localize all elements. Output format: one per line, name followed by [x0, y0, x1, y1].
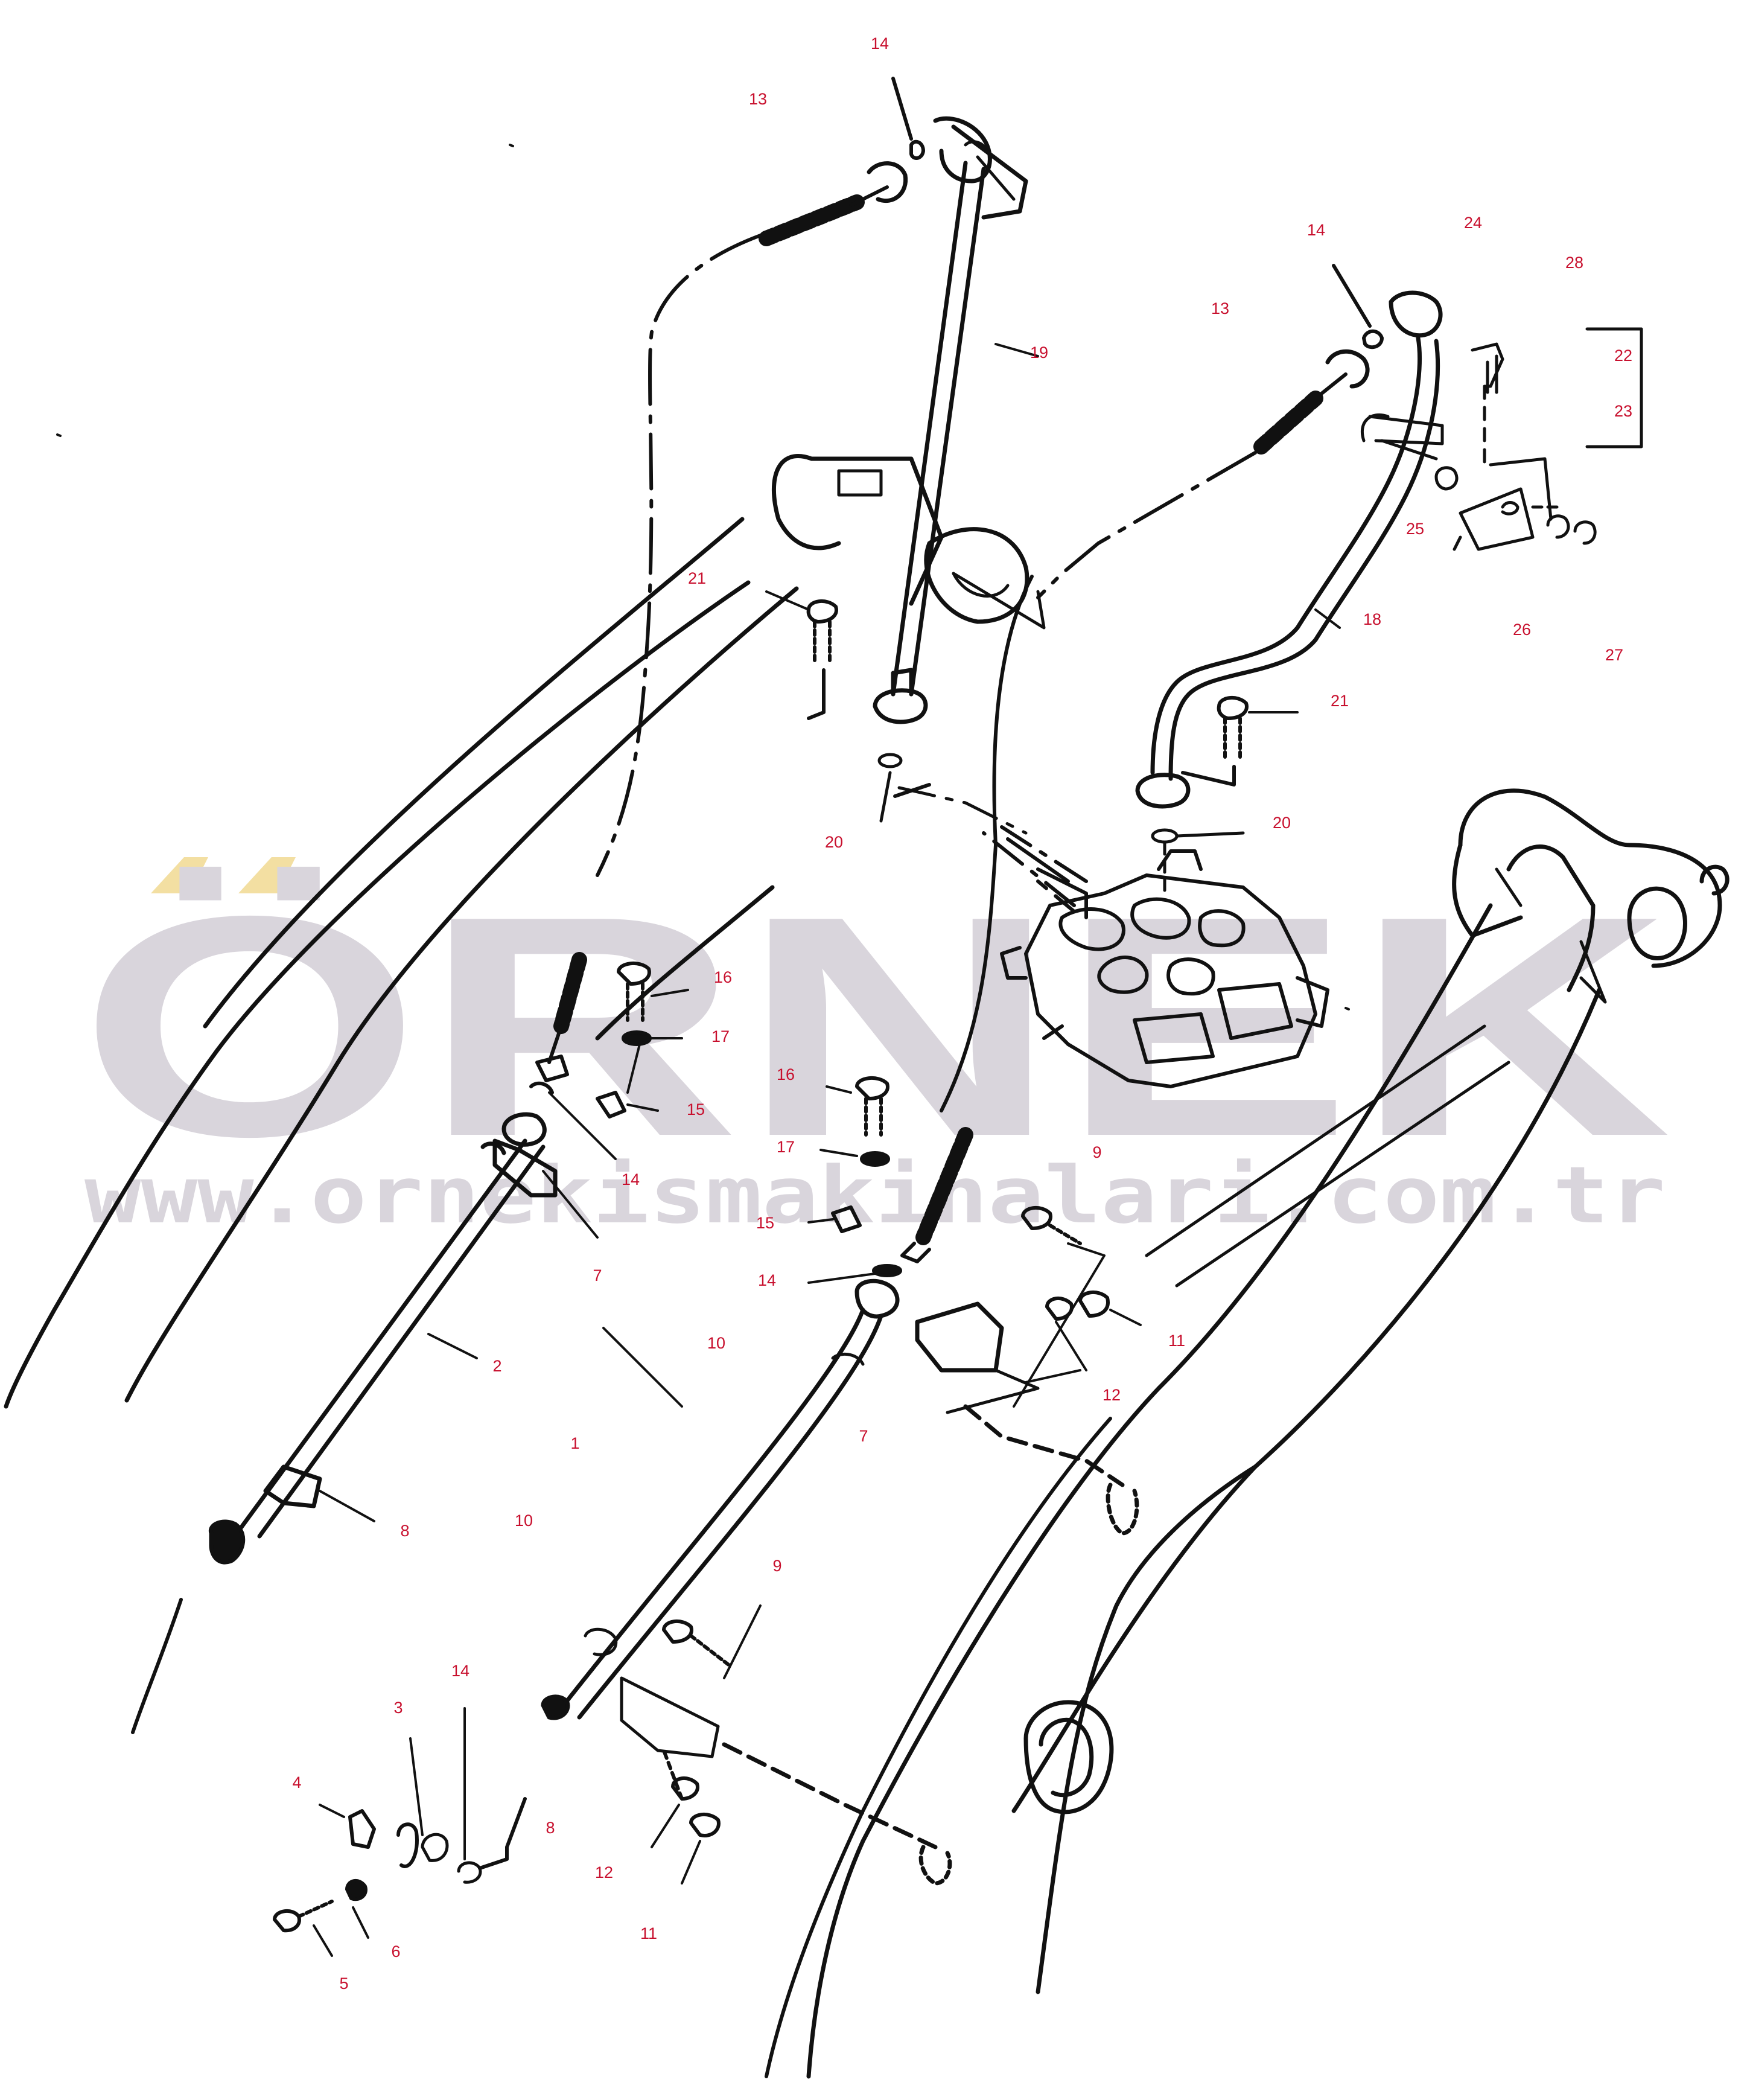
- callout-11: 11: [640, 1924, 657, 1942]
- callout-10: 10: [707, 1334, 725, 1352]
- bolt-9-upper: [1013, 1205, 1142, 1408]
- hose-13-upper: [596, 77, 925, 877]
- callout-21: 21: [688, 569, 706, 587]
- callout-15: 15: [756, 1214, 774, 1232]
- callout-17: 17: [711, 1027, 730, 1045]
- callout-6: 6: [391, 1942, 400, 1961]
- watermark-accent-right: [238, 857, 296, 893]
- callout-2: 2: [492, 1357, 501, 1375]
- callout-24: 24: [1464, 214, 1482, 232]
- callout-14: 14: [758, 1271, 776, 1289]
- callout-14: 14: [1307, 221, 1325, 239]
- callout-4: 4: [292, 1773, 301, 1792]
- callout-23: 23: [1614, 402, 1632, 420]
- callout-5: 5: [339, 1974, 348, 1993]
- callout-18: 18: [1363, 610, 1381, 628]
- callout-14: 14: [451, 1662, 469, 1680]
- hose-13-right: [1036, 264, 1384, 599]
- callout-16: 16: [777, 1065, 795, 1084]
- callout-21: 21: [1331, 692, 1349, 710]
- line-art: [4, 77, 1729, 2079]
- callout-13: 13: [1211, 299, 1229, 318]
- boom-body: [4, 454, 1046, 1734]
- pipe-19: [873, 116, 1039, 724]
- callout-14: 14: [622, 1170, 640, 1189]
- callout-15: 15: [687, 1100, 705, 1119]
- bolts-21: [765, 590, 1299, 787]
- callout-20: 20: [825, 833, 843, 851]
- callout-7: 7: [593, 1266, 602, 1285]
- callout-20: 20: [1273, 814, 1291, 832]
- callout-28: 28: [1565, 254, 1583, 272]
- fittings-left: [529, 952, 689, 1160]
- orings-20: [877, 753, 1245, 895]
- watermark: ÖRNEK www.ornekismakinalari.com.tr: [78, 851, 1672, 1241]
- callout-12: 12: [1103, 1386, 1121, 1404]
- callout-8: 8: [546, 1819, 555, 1837]
- dipper-arm: [765, 788, 1729, 2079]
- callout-19: 19: [1030, 343, 1048, 362]
- callout-13: 13: [749, 90, 767, 108]
- pipe-2: [208, 1112, 599, 1565]
- pipe-1: [541, 1278, 1139, 1886]
- stray-dot: [56, 144, 1350, 1010]
- callout-27: 27: [1605, 646, 1623, 664]
- callout-11: 11: [1168, 1332, 1185, 1350]
- callout-14: 14: [871, 34, 889, 53]
- callout-9: 9: [772, 1557, 781, 1575]
- callout-7: 7: [859, 1427, 868, 1445]
- callout-8: 8: [400, 1522, 409, 1540]
- watermark-accent-left: [151, 857, 208, 893]
- callout-22: 22: [1614, 346, 1632, 365]
- callout-9: 9: [1092, 1143, 1101, 1161]
- fittings-right: [807, 1076, 973, 1284]
- callout-26: 26: [1513, 621, 1531, 639]
- callout-labels: 13 14 19 14 13 24 28 22 23 25 26 27 18 2…: [292, 34, 1632, 1993]
- pipe-18: [1135, 290, 1444, 809]
- callout-25: 25: [1406, 520, 1424, 538]
- fittings-lower: [273, 1604, 762, 1957]
- callout-16: 16: [714, 968, 732, 986]
- bracket-assembly: [1434, 327, 1643, 551]
- callout-3: 3: [393, 1699, 403, 1717]
- callout-1: 1: [570, 1434, 579, 1452]
- callout-12: 12: [595, 1863, 613, 1881]
- callout-10: 10: [515, 1511, 533, 1530]
- callout-17: 17: [777, 1138, 795, 1156]
